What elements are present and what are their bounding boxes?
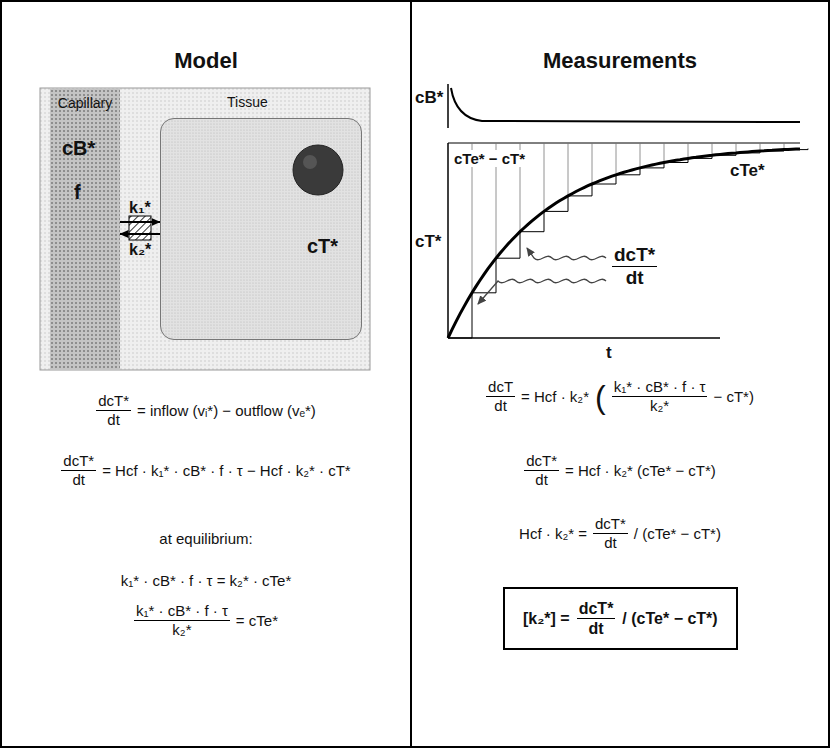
axis-label: cB*: [415, 88, 443, 108]
rate-constant: k₁*: [129, 200, 151, 216]
equation: dcT*dt = inflow (vᵢ*) − outflow (vₑ*): [2, 392, 410, 429]
equation-text: = cTe*: [236, 612, 278, 629]
pointer-arrow: [527, 248, 606, 260]
numerator: dcT*: [96, 392, 131, 411]
plasma-curve: [451, 88, 800, 122]
curve-label: cTe*: [728, 161, 767, 181]
denominator: dt: [586, 619, 605, 638]
panel-title: Measurements: [412, 48, 828, 74]
equation: k₁* · cB* · f · τk₂* = cTe*: [2, 602, 410, 639]
equation-text: k₁* · cB* · f · τ = k₂* · cTe*: [121, 572, 292, 589]
cell-nucleus: [293, 145, 343, 195]
denominator: k₂*: [170, 621, 193, 639]
numerator: dcT*: [577, 599, 616, 619]
result-box: [k₂*] = dcT*dt / (cTe* − cT*): [503, 587, 738, 650]
equation-text: = inflow (vᵢ*) − outflow (vₑ*): [137, 402, 316, 419]
illustration-frame: [40, 88, 370, 370]
numerator: k₁* · cB* · f · τ: [612, 378, 708, 397]
equation-text: Hcf · k₂* =: [519, 525, 587, 542]
denominator: dt: [624, 267, 646, 289]
numerator: dcT*: [612, 244, 657, 267]
equation: dcTdt = Hcf · k₂* ( k₁* · cB* · f · τk₂*…: [412, 378, 828, 415]
fraction: dcTdt: [486, 378, 515, 415]
step-increments: [448, 149, 808, 339]
fraction: dcT*dt: [524, 452, 559, 489]
fraction: dcT*dt: [96, 392, 131, 429]
note-text: at equilibrium:: [159, 530, 252, 547]
fraction: k₁* · cB* · f · τk₂*: [134, 602, 230, 639]
transport-arrow: [120, 233, 160, 235]
y-axis: [447, 143, 449, 338]
region-name: Capillary: [44, 95, 126, 111]
numerator: dcT*: [593, 515, 628, 534]
equation: k₁* · cB* · f · τ = k₂* · cTe*: [2, 572, 410, 589]
numerator: dcT: [486, 378, 515, 397]
equation-text: = Hcf · k₂* (cTe* − cT*): [565, 462, 716, 479]
time-axis: [448, 337, 720, 339]
tissue-fill: [160, 118, 362, 340]
fraction: dcT*dt: [577, 599, 616, 638]
denominator: dt: [602, 534, 619, 552]
rate-constant: k₂*: [129, 242, 151, 258]
pointer-arrow: [478, 279, 606, 304]
panel: Measurements[k₂*] =dcT*dt/ (cTe* − cT*): [410, 0, 830, 748]
curve-label: cTe* − cT*: [452, 150, 527, 167]
equation-text: / (cTe* − cT*): [634, 525, 721, 542]
nucleus-detail: [303, 155, 317, 169]
equilibrium-line: [448, 143, 800, 144]
axis-label: t: [606, 343, 612, 363]
numerator: dcT*: [61, 452, 96, 471]
equation: dcT*dt = Hcf · k₂* (cTe* − cT*): [412, 452, 828, 489]
denominator: dt: [70, 471, 87, 489]
equation: Hcf · k₂* = dcT*dt / (cTe* − cT*): [412, 515, 828, 552]
fraction: dcT*dt: [593, 515, 628, 552]
fraction: dcT*dt: [612, 244, 657, 289]
denominator: dt: [105, 411, 122, 429]
tissue-curve: [448, 149, 800, 338]
symbol-label: f: [74, 181, 81, 204]
equation-text: / (cTe* − cT*): [622, 610, 717, 628]
denominator: dt: [533, 471, 550, 489]
fraction: k₁* · cB* · f · τk₂*: [612, 378, 708, 415]
panel-title: Model: [2, 48, 410, 74]
axis-label: cT*: [415, 232, 441, 252]
transport-arrow: [120, 221, 160, 223]
membrane-carrier: [129, 216, 151, 240]
denominator: dt: [492, 397, 509, 415]
tissue-cell: TissuecT*: [160, 118, 362, 340]
equation-text: [k₂*] =: [523, 610, 570, 628]
equation: dcT*dt = Hcf · k₁* · cB* · f · τ − Hcf ·…: [2, 452, 410, 489]
equation-text: − cT*): [713, 388, 753, 405]
region-name: Tissue: [227, 94, 268, 110]
parenthesis: (: [595, 381, 606, 413]
symbol-label: cB*: [62, 137, 95, 160]
denominator: k₂*: [648, 397, 671, 415]
numerator: dcT*: [524, 452, 559, 471]
equation-text: = Hcf · k₂*: [521, 388, 589, 405]
panel: ModelCapillarycB*fTissuecT*: [0, 0, 412, 748]
equation: at equilibrium:: [2, 530, 410, 547]
numerator: k₁* · cB* · f · τ: [134, 602, 230, 621]
capillary-band: CapillarycB*f: [50, 89, 120, 370]
symbol-label: cT*: [307, 235, 338, 258]
plasma-axis: [447, 84, 449, 128]
fraction: dcT*dt: [61, 452, 96, 489]
equation-text: = Hcf · k₁* · cB* · f · τ − Hcf · k₂* · …: [102, 462, 351, 479]
